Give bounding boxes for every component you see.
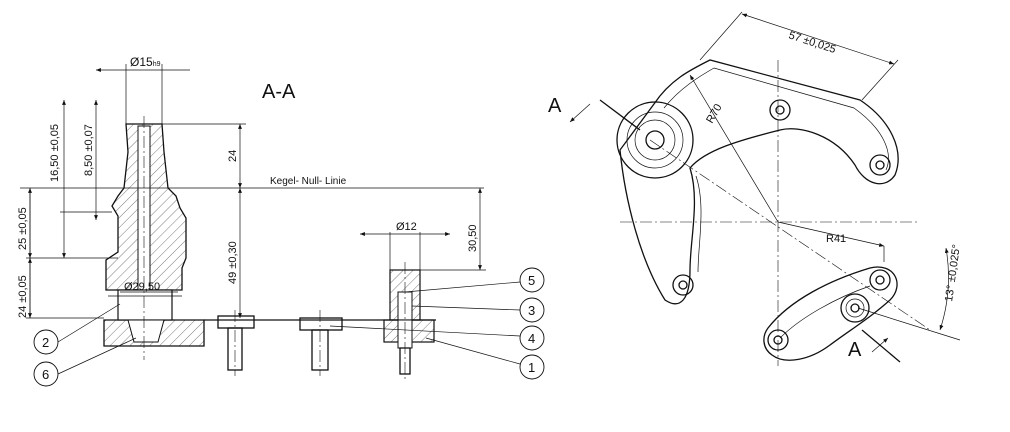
plan-view: A A R70 R41 57 ±0,025 13° ±0,025°: [548, 11, 963, 366]
svg-text:2: 2: [42, 335, 49, 350]
balloon-6: 6: [33, 361, 59, 387]
hole-upper-1: [769, 99, 791, 121]
lower-arm: [763, 266, 898, 361]
balloon-1: 1: [519, 354, 545, 380]
dim-25: 25 ±0,05: [17, 207, 29, 250]
hole-upper-2: [869, 154, 891, 176]
section-mark-bottom: A: [848, 339, 862, 361]
hole-lower-1: [869, 269, 891, 291]
pin-assembly-right: Ø12: [360, 221, 450, 380]
svg-text:1: 1: [528, 360, 535, 375]
dim-49: 49 ±0,30: [227, 241, 239, 284]
svg-text:4: 4: [528, 331, 535, 346]
balloon-3: 3: [519, 297, 545, 323]
svg-text:3: 3: [528, 303, 535, 318]
hole-lower-left: [672, 274, 694, 296]
dim-r41: R41: [826, 233, 846, 245]
dim-r70: R70: [704, 102, 724, 125]
pin-left: [217, 310, 255, 376]
cone-zero-line-label: Kegel- Null- Linie: [270, 176, 347, 187]
dim-d12: Ø12: [396, 221, 417, 233]
base-recess: [127, 319, 165, 343]
section-view: A-A Kegel- Null- Linie Ø15h9 Ø29,50 1 6: [17, 55, 545, 387]
balloon-4: 4: [519, 325, 545, 351]
section-title: A-A: [262, 81, 296, 103]
dim-d29: Ø29,50: [124, 281, 160, 293]
dim-d15: Ø15h9: [130, 55, 161, 69]
dim-24: 24: [227, 150, 239, 162]
balloon-5: 5: [519, 267, 545, 293]
hole-lower-2: [767, 329, 789, 351]
section-mark-top: A: [548, 95, 562, 117]
svg-text:5: 5: [528, 273, 535, 288]
balloon-2: 2: [33, 329, 59, 355]
pin-middle: [299, 310, 343, 376]
dim-30-50: 30,50: [467, 224, 479, 252]
dim-16-50: 16,50 ±0,05: [49, 124, 61, 182]
upper-arm: [619, 59, 899, 305]
base-insert: [117, 289, 173, 321]
dim-8-50: 8,50 ±0,07: [83, 124, 95, 176]
hub-outer: [616, 101, 694, 179]
hub-small: [840, 293, 870, 323]
svg-text:6: 6: [42, 367, 49, 382]
dim-24b: 24 ±0,05: [17, 275, 29, 318]
upper-arm-inner: [663, 67, 889, 273]
dim-angle: 13° ±0,025°: [943, 244, 963, 303]
dim-57: 57 ±0,025: [787, 29, 837, 56]
